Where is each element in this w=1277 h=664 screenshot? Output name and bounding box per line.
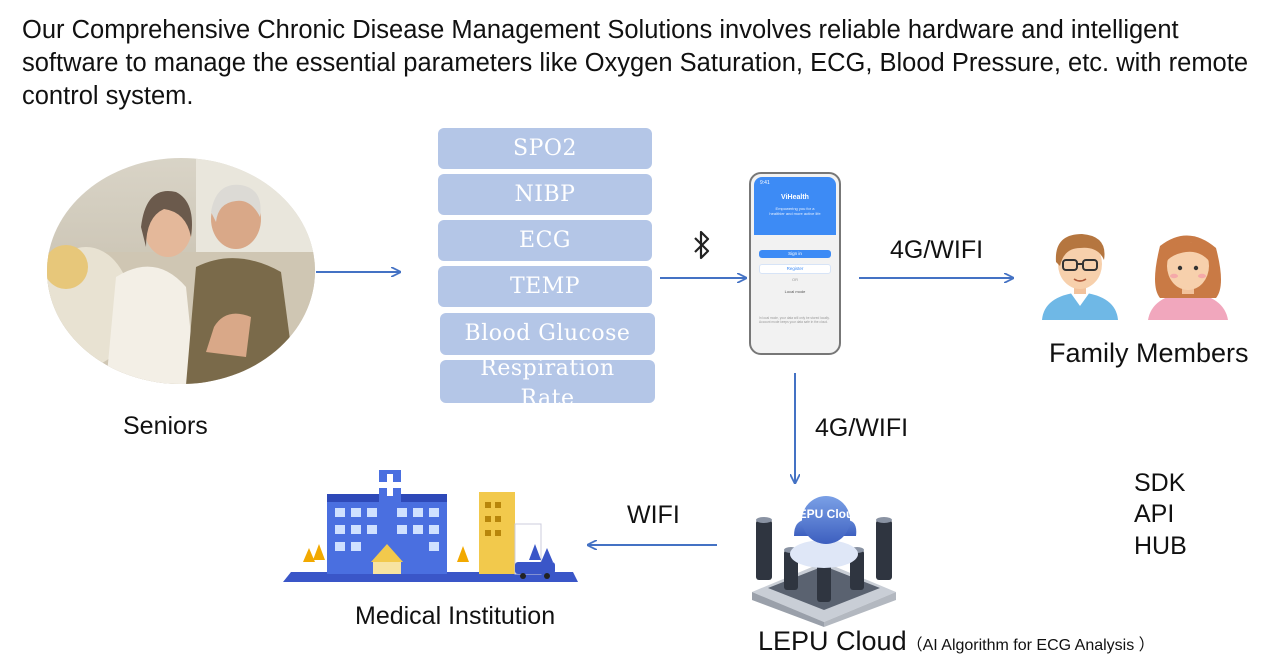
phone-tagline: Empowering you for a healthier and more … [769,206,821,216]
parameter-nibp: NIBP [438,174,652,215]
parameter-respiration-rate: Respiration Rate [440,360,655,403]
integration-hub: HUB [1134,532,1187,560]
link-label-cloud: 4G/WIFI [815,414,909,442]
phone-local-mode-link[interactable]: Local mode [784,289,806,294]
integration-api: API [1134,500,1175,528]
link-label-family: 4G/WIFI [890,236,984,264]
intro-text: Our Comprehensive Chronic Disease Manage… [22,16,1249,110]
bluetooth-icon [694,230,710,260]
phone-footer-note: In local mode, your data will only be st… [759,316,830,325]
seniors-label: Seniors [123,412,208,440]
medical-institution-label: Medical Institution [355,602,556,630]
phone-app-title: ViHealth [781,194,809,201]
integration-sdk: SDK [1134,469,1186,497]
phone-register-button[interactable]: Register [759,264,831,274]
phone-header: 9:41 ViHealth Empowering you for a healt… [754,177,836,235]
parameter-spo2: SPO2 [438,128,652,169]
lepu-cloud-label: LEPU Cloud（AI Algorithm for ECG Analysis… [758,626,1155,657]
medical-institution-illustration [283,470,578,582]
link-label-medical: WIFI [627,501,680,529]
phone-or-divider: OR [792,277,798,282]
lepu-cloud-server-illustration [752,496,896,627]
parameter-blood-glucose: Blood Glucose [440,313,655,355]
family-members-illustration [1042,234,1228,320]
parameter-ecg: ECG [438,220,652,261]
parameter-respiration-rate-text: Respiration Rate [480,360,615,403]
lepu-cloud-note: （AI Algorithm for ECG Analysis ） [906,637,1155,654]
smartphone: 9:41 ViHealth Empowering you for a healt… [749,172,841,355]
phone-sign-in-button[interactable]: Sign in [759,250,831,258]
phone-time: 9:41 [760,180,770,186]
cloud-badge-text: LEPU Cloud [791,507,861,521]
parameter-temp: TEMP [438,266,652,307]
lepu-cloud-label-text: LEPU Cloud [758,626,907,656]
family-members-label: Family Members [1049,338,1249,368]
seniors-photo [47,158,315,384]
